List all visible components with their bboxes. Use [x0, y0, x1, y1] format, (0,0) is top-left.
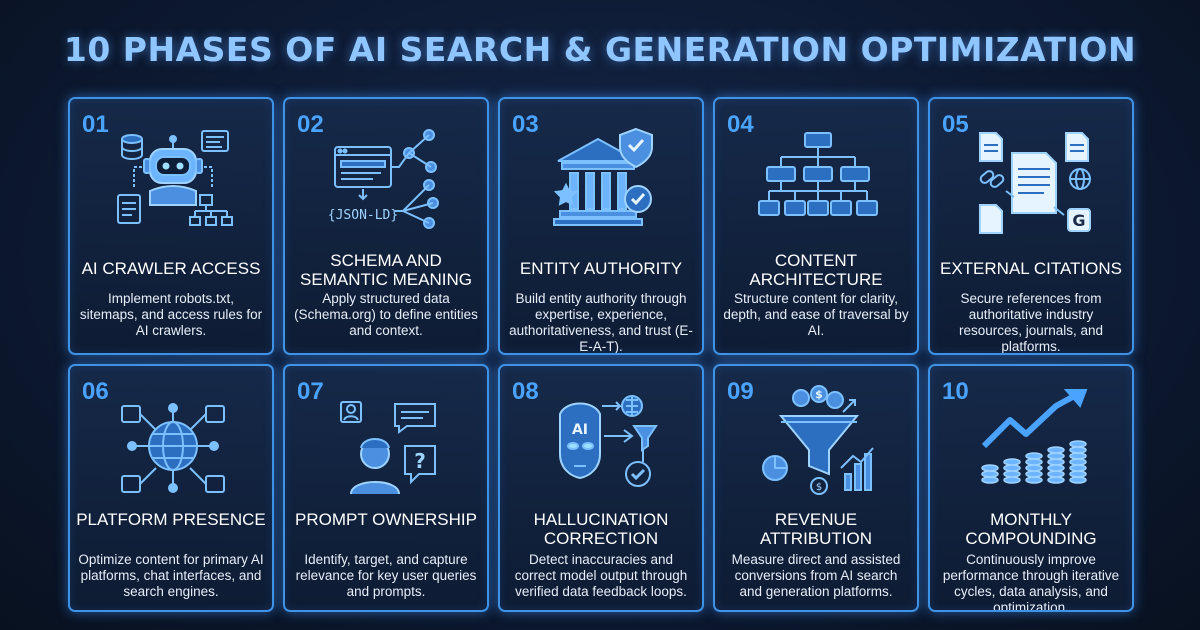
user-chat-question-icon: ?: [340, 401, 436, 495]
phase-title: PROMPT OWNERSHIP: [295, 510, 477, 529]
phase-title: CONTENT ARCHITECTURE: [749, 251, 883, 289]
ai-label: AI: [572, 422, 588, 438]
phase-title: MONTHLY COMPOUNDING: [965, 510, 1097, 548]
phase-number: 06: [82, 378, 109, 405]
phase-description: Structure content for clarity, depth, an…: [723, 291, 909, 338]
phase-card-03: 03 ENTITY AUTHORITY Build entity authori…: [498, 97, 704, 355]
phase-card-04: 04 CONTENT ARCHITECTURE Structure conten…: [713, 97, 919, 355]
phase-number: 09: [727, 378, 754, 405]
phase-number: 05: [942, 111, 969, 138]
phase-title: EXTERNAL CITATIONS: [940, 259, 1122, 278]
phase-card-10: 10 MONTHLY COMPOUNDING Continuously impr…: [928, 364, 1134, 612]
phase-number: 03: [512, 111, 539, 138]
phase-title: HALLUCINATION CORRECTION: [533, 510, 669, 548]
phase-description: Build entity authority through expertise…: [509, 291, 693, 354]
phase-number: 01: [82, 111, 109, 138]
ai-head-filter-icon: AI: [559, 395, 658, 487]
g-badge-label: G: [1072, 211, 1085, 230]
json-ld-schema-icon: {JSON-LD}: [328, 129, 439, 229]
phases-grid: 01 AI CRAWLER ACCESS Implement robots.tx…: [68, 97, 1134, 612]
phase-card-01: 01 AI CRAWLER ACCESS Implement robots.tx…: [68, 97, 274, 355]
phase-description: Continuously improve performance through…: [942, 552, 1120, 612]
phase-card-05: 05 G EXTERNAL CITATIONS Secure reference…: [928, 97, 1134, 355]
phase-number: 04: [727, 111, 754, 138]
phase-description: Apply structured data (Schema.org) to de…: [294, 291, 478, 338]
phase-number: 07: [297, 378, 324, 405]
robot-crawler-icon: [117, 130, 233, 226]
phase-title: REVENUE ATTRIBUTION: [759, 510, 873, 548]
phase-description: Measure direct and assisted conversions …: [731, 552, 901, 599]
phase-card-09: 09 $ $ REVENUE ATTRIBUTION Measure direc…: [713, 364, 919, 612]
phase-description: Optimize content for primary AI platform…: [78, 552, 264, 599]
growth-coins-chart-icon: [981, 389, 1088, 484]
phase-number: 10: [942, 378, 969, 405]
dollar-label: $: [815, 388, 823, 401]
globe-network-icon: [121, 403, 225, 493]
phase-card-07: 07 ? PROMPT OWNERSHIP Identify, target, …: [283, 364, 489, 612]
dollar-label: $: [816, 482, 822, 493]
phase-card-02: 02 {JSON-LD} SCHEMA AND SEMANTIC MEANING…: [283, 97, 489, 355]
phase-description: Detect inaccuracies and correct model ou…: [514, 552, 688, 599]
phase-title: PLATFORM PRESENCE: [76, 510, 266, 529]
phase-number: 08: [512, 378, 539, 405]
phase-title: AI CRAWLER ACCESS: [81, 259, 261, 278]
phase-title: ENTITY AUTHORITY: [519, 259, 683, 278]
question-mark-label: ?: [414, 449, 426, 473]
funnel-dollar-icon: $ $: [762, 385, 874, 495]
phase-card-06: 06 PLATFORM PRESENCE Optimize content fo…: [68, 364, 274, 612]
phase-number: 02: [297, 111, 324, 138]
phase-title: SCHEMA AND SEMANTIC MEANING: [300, 251, 472, 289]
page-title: 10 PHASES OF AI SEARCH & GENERATION OPTI…: [63, 30, 1137, 69]
phase-description: Identify, target, and capture relevance …: [295, 552, 477, 599]
documents-links-icon: G: [979, 132, 1091, 234]
phase-description: Implement robots.txt, sitemaps, and acce…: [79, 291, 263, 338]
phase-card-08: 08 AI HALLUCINATION CORRECTION Detect in…: [498, 364, 704, 612]
json-ld-label: {JSON-LD}: [328, 208, 398, 223]
institution-shield-icon: [553, 127, 653, 226]
phase-description: Secure references from authoritative ind…: [958, 291, 1104, 354]
hierarchy-tree-icon: [758, 132, 878, 216]
